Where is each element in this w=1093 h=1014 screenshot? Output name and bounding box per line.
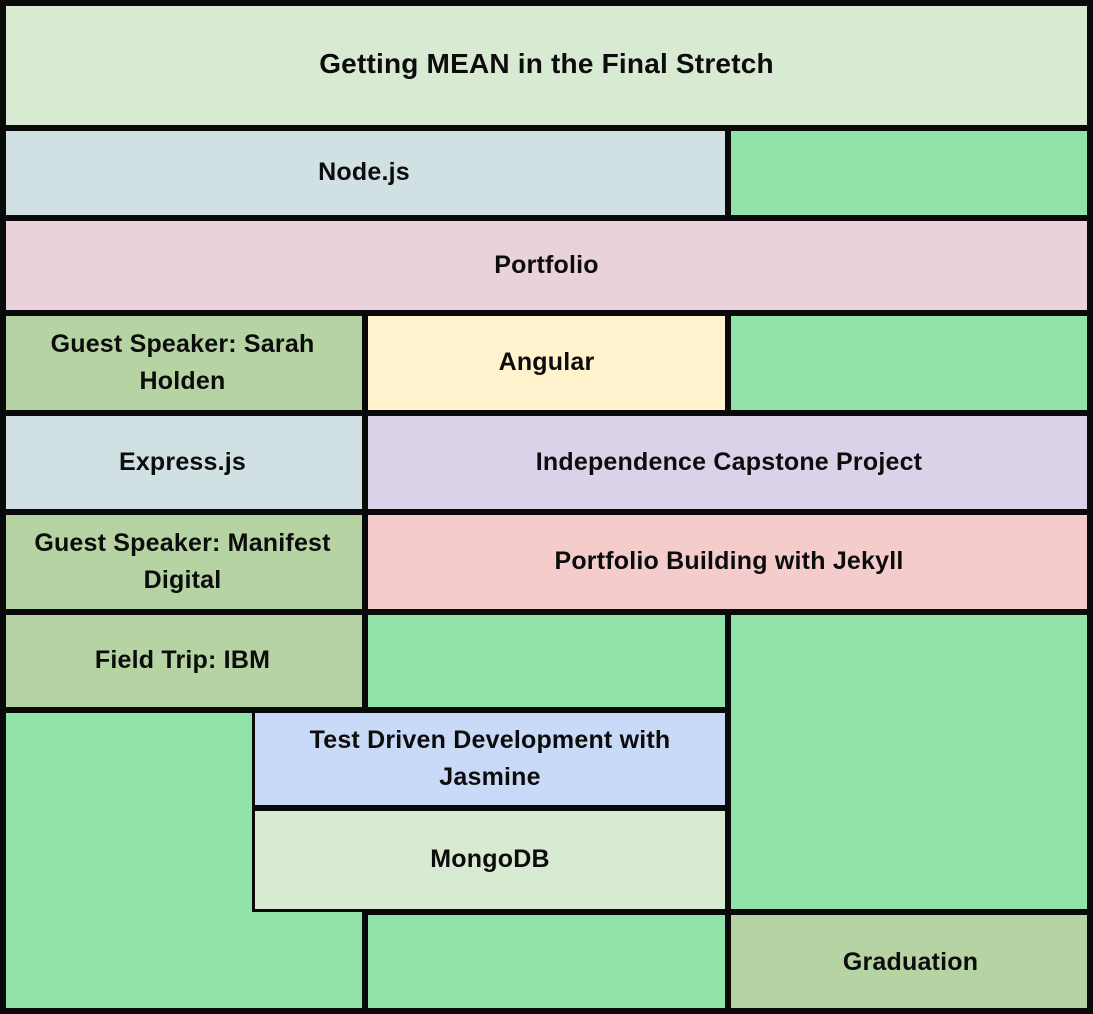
block-label: Express.js bbox=[118, 447, 247, 476]
block-guest-speaker-manifest-digital: Guest Speaker: Manifest Digital bbox=[0, 512, 365, 612]
block-label: Guest Speaker: Manifest Digital bbox=[34, 528, 331, 595]
block-label: Independence Capstone Project bbox=[535, 447, 923, 476]
block-independence-capstone-project: Independence Capstone Project bbox=[365, 413, 1093, 512]
block-portfolio: Portfolio bbox=[0, 218, 1093, 313]
block-field-trip-ibm: Field Trip: IBM bbox=[0, 612, 365, 710]
block-guest-speaker-sarah-holden: Guest Speaker: Sarah Holden bbox=[0, 313, 365, 413]
block-portfolio-building-with-jekyll: Portfolio Building with Jekyll bbox=[365, 512, 1093, 612]
block-filler-top-right bbox=[728, 128, 1093, 218]
block-label: Test Driven Development with Jasmine bbox=[309, 725, 671, 792]
block-filler-middle bbox=[365, 612, 728, 710]
block-label: Angular bbox=[498, 348, 595, 377]
block-label: Guest Speaker: Sarah Holden bbox=[50, 329, 315, 396]
block-mongodb: MongoDB bbox=[252, 808, 728, 912]
block-label: Portfolio bbox=[494, 250, 599, 279]
block-label: Graduation bbox=[842, 948, 979, 977]
block-expressjs: Express.js bbox=[0, 413, 365, 512]
block-label: Node.js bbox=[318, 158, 410, 187]
block-label: Portfolio Building with Jekyll bbox=[554, 547, 904, 576]
block-angular: Angular bbox=[365, 313, 728, 413]
block-filler-right-large bbox=[728, 612, 1093, 912]
block-label: MongoDB bbox=[430, 845, 550, 874]
block-nodejs: Node.js bbox=[0, 128, 728, 218]
block-label: Getting MEAN in the Final Stretch bbox=[319, 48, 774, 79]
block-title: Getting MEAN in the Final Stretch bbox=[0, 0, 1093, 128]
block-graduation: Graduation bbox=[728, 912, 1093, 1014]
block-test-driven-development-jasmine: Test Driven Development with Jasmine bbox=[252, 710, 728, 808]
block-label: Field Trip: IBM bbox=[94, 646, 271, 675]
block-filler-bottom-middle bbox=[365, 912, 728, 1014]
block-filler-angular-right bbox=[728, 313, 1093, 413]
